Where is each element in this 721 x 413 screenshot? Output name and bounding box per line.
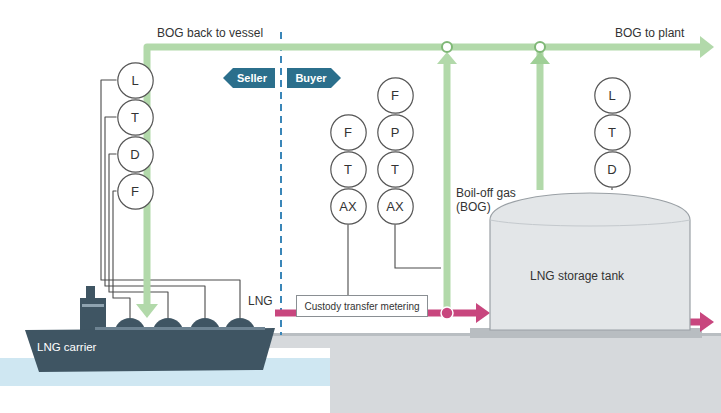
signal-line <box>101 80 240 318</box>
instrument-circle: F <box>117 173 154 210</box>
node-text: LNG carrier <box>37 341 96 353</box>
signal-line <box>105 117 205 318</box>
circle-outline <box>377 188 412 223</box>
arrowhead <box>476 303 490 323</box>
pipe-junction <box>442 42 452 52</box>
bog-arrowhead <box>530 52 550 64</box>
connector-path <box>113 191 130 318</box>
instrument-circle: F <box>377 77 414 114</box>
circle-outline <box>594 114 629 149</box>
pipe-junction <box>535 42 545 52</box>
flow-label: BOG back to vessel <box>157 26 263 40</box>
storage-tank: LNG storage tank <box>490 190 690 330</box>
metering-box: Custody transfer metering <box>296 295 428 317</box>
connector-path <box>109 154 168 318</box>
bog-riser-pipe <box>444 63 451 313</box>
circle-outline <box>377 151 412 186</box>
arrowhead <box>136 304 158 318</box>
connector-path <box>275 310 296 317</box>
bridge-windows <box>82 304 104 307</box>
circle-outline <box>330 114 365 149</box>
ship-funnel <box>86 286 95 300</box>
node-text: Buyer <box>295 72 326 84</box>
node-text: D <box>607 162 616 177</box>
connector-path <box>101 80 240 318</box>
instrument-circle: T <box>330 151 367 188</box>
circle-outline <box>594 77 629 112</box>
node-text: Seller <box>237 72 267 84</box>
node-text: T <box>131 110 139 125</box>
node-text: T <box>344 162 352 177</box>
lng-carrier: LNG carrier <box>25 318 275 375</box>
ship-hull <box>25 328 275 372</box>
buyer-tag: Buyer <box>287 68 341 88</box>
node-text: LNG storage tank <box>530 269 624 283</box>
quay <box>258 333 721 413</box>
circle-outline <box>330 188 365 223</box>
circle-outline <box>377 114 412 149</box>
ship-bridge <box>80 298 106 332</box>
lng-flow-arrow <box>275 313 296 314</box>
circle-outline <box>117 136 152 171</box>
instrument-circle: P <box>377 114 414 151</box>
node-text: AX <box>386 199 403 214</box>
instrument-circle: T <box>117 99 154 136</box>
instrument-circle: F <box>330 114 367 151</box>
circle-outline <box>330 151 365 186</box>
tank-seam <box>490 220 690 226</box>
bog-arrowhead <box>437 52 457 64</box>
instrument-circle: AX <box>330 188 367 225</box>
instrument-circle: L <box>594 77 631 114</box>
signal-line <box>348 225 349 296</box>
node-text: F <box>344 125 352 140</box>
node-text: Custody transfer metering <box>304 301 419 312</box>
bog-arrowhead <box>700 36 714 58</box>
signal-line <box>109 154 168 318</box>
node-text: L <box>131 73 138 88</box>
instrument-circle: L <box>117 62 154 99</box>
node-text: F <box>391 88 399 103</box>
connector-path <box>347 225 348 296</box>
bog-pipe <box>136 47 540 318</box>
connector-path <box>105 117 205 318</box>
node-text: AX <box>339 199 356 214</box>
node-text: P <box>391 125 400 140</box>
signal-line <box>113 191 130 318</box>
lng-arrowhead <box>700 312 714 332</box>
node-text: D <box>130 147 139 162</box>
instrument-circle: D <box>594 151 631 188</box>
signal-wire <box>395 225 441 269</box>
tag-shape <box>223 68 275 88</box>
seller-buyer-boundary <box>280 32 282 335</box>
seller-tag: Seller <box>223 68 275 88</box>
edge-label: LNG <box>248 294 273 308</box>
instrument-circle: D <box>117 136 154 173</box>
circle-outline <box>117 62 152 97</box>
flow-label: Boil-off gas (BOG) <box>456 186 528 215</box>
bog-header-pipe <box>540 44 700 51</box>
circle-outline <box>117 173 152 208</box>
tag-shape <box>287 68 341 88</box>
instrument-circle: AX <box>377 188 414 225</box>
pipe-junction <box>441 307 453 319</box>
instrument-circle: T <box>594 114 631 151</box>
circle-outline <box>377 77 412 112</box>
lng-flow-arrow <box>428 303 490 323</box>
circle-outline <box>594 151 629 186</box>
node-text: L <box>608 88 615 103</box>
connector-path <box>611 188 612 191</box>
circle-outline <box>117 99 152 134</box>
node-text: F <box>131 184 139 199</box>
connector-path <box>147 47 540 304</box>
tank-body <box>490 193 690 330</box>
instrument-circle: T <box>377 151 414 188</box>
storage-tank-outline <box>490 190 690 330</box>
node-text: T <box>391 162 399 177</box>
signal-line <box>612 188 613 191</box>
deck-line <box>95 327 265 330</box>
node-text: T <box>608 125 616 140</box>
flow-label: BOG to plant <box>615 26 684 40</box>
